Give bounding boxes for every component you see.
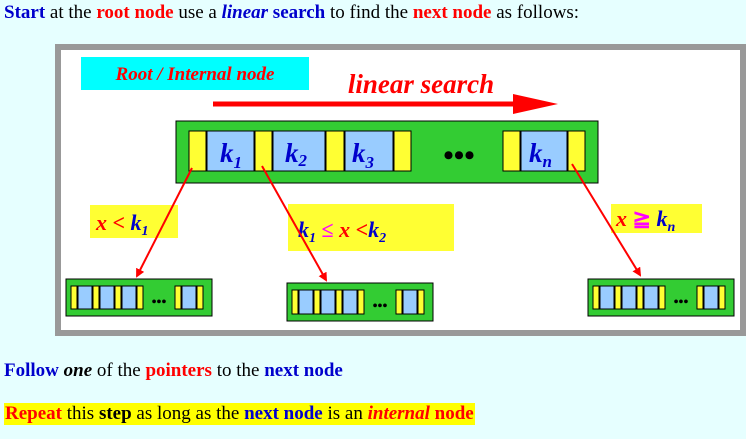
text-as-long-as-the: as long as the: [131, 403, 245, 424]
word-step: step: [98, 403, 132, 424]
text-this: this: [61, 403, 99, 424]
term-next-node: next node: [412, 2, 492, 23]
node-type-tag: [81, 57, 309, 90]
key-label-k1: k1: [220, 138, 242, 172]
follow-sentence: Follow one of the pointers to the next n…: [4, 360, 343, 382]
condition-right-label: x ≧ kn: [615, 206, 675, 235]
term-linear: linear: [221, 2, 269, 23]
intro-sentence: Start at the root node use a linear sear…: [4, 2, 579, 24]
pointer-arrow-middle: [261, 165, 327, 282]
term-pointers: pointers: [145, 360, 212, 381]
pointer-slot: [188, 130, 207, 172]
linear-search-label: linear search: [348, 69, 494, 99]
pointer-slot: [502, 130, 521, 172]
child-node-middle: [286, 282, 434, 322]
word-one: one: [58, 360, 93, 381]
term-search: search: [268, 2, 326, 23]
word-follow: Follow: [4, 360, 59, 381]
linear-search-arrow-head: [513, 94, 558, 114]
root-node-slots: [188, 130, 586, 172]
word-repeat: Repeat: [5, 403, 62, 424]
key-slot-k2: [272, 130, 326, 172]
term-internal: internal: [367, 403, 430, 424]
node-type-tag-label: Root / Internal node: [115, 64, 275, 85]
pointer-slot: [325, 130, 345, 172]
child-node-right: [587, 278, 735, 317]
term-root-node: root node: [96, 2, 174, 23]
key-label-kn: kn: [529, 138, 552, 171]
text-of-the: of the: [92, 360, 146, 381]
term-next-node: next node: [264, 360, 343, 381]
word-start: Start: [4, 2, 46, 23]
text-as-follows: as follows:: [491, 2, 580, 23]
condition-right-box: [611, 204, 702, 233]
text-is-an: is an: [322, 403, 368, 424]
text-at-the: at the: [45, 2, 97, 23]
btree-node-diagram: Root / Internal node linear search k1 k2…: [55, 44, 746, 336]
term-node: node: [429, 403, 474, 424]
child-node-middle-ellipsis: •••: [373, 299, 388, 314]
key-slot-k1: [206, 130, 255, 172]
text-to-the: to the: [211, 360, 265, 381]
term-next-node: next node: [244, 403, 323, 424]
child-node-right-ellipsis: •••: [674, 295, 689, 310]
root-node-ellipsis: •••: [443, 139, 475, 172]
child-node-left: [65, 278, 213, 317]
condition-middle-label: k1 ≤ x <k2: [298, 217, 386, 246]
key-slot-kn: [520, 130, 568, 172]
key-slot-k3: [344, 130, 394, 172]
pointer-arrow-left: [136, 167, 193, 278]
key-label-k2: k2: [285, 138, 308, 170]
pointer-slot: [254, 130, 273, 172]
text-use-a: use a: [173, 2, 222, 23]
pointer-arrow-right: [571, 163, 642, 277]
condition-middle-box: [288, 204, 454, 251]
repeat-sentence: Repeat this step as long as the next nod…: [4, 403, 475, 425]
child-node-left-ellipsis: •••: [152, 295, 167, 310]
key-label-k3: k3: [352, 138, 375, 172]
text-to-find-the: to find the: [325, 2, 413, 23]
condition-left-box: [90, 205, 178, 238]
pointer-slot: [393, 130, 412, 172]
condition-left-label: x < k1: [95, 210, 149, 239]
pointer-slot: [567, 130, 586, 172]
